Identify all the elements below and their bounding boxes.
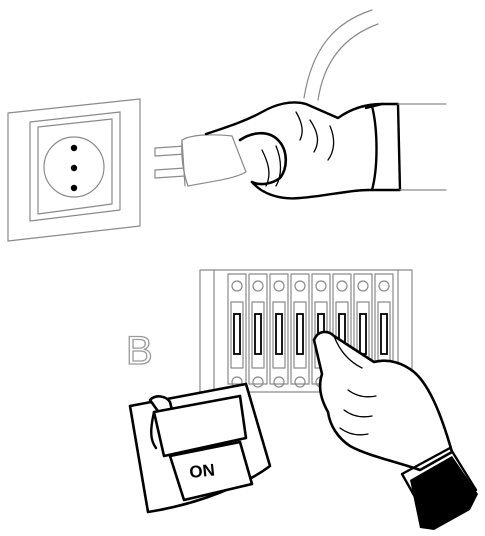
panel-b-label: B (126, 329, 153, 373)
breaker-module (270, 274, 288, 387)
switch-on-label: ON (188, 460, 215, 482)
power-cord-icon (304, 10, 378, 100)
breaker-module (249, 274, 267, 387)
pointing-hand-icon (314, 332, 478, 530)
plug-icon (155, 135, 246, 186)
switch-on-icon: ON (130, 384, 270, 512)
breaker-module (228, 274, 246, 387)
wall-socket-icon (8, 99, 140, 241)
breaker-module (291, 274, 309, 387)
hand-icon (206, 102, 446, 198)
